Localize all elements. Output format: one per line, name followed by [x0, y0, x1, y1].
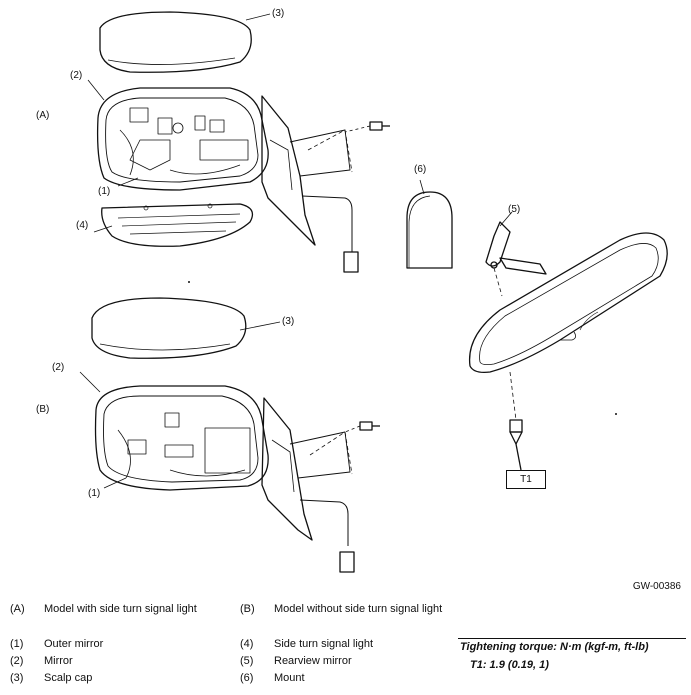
torque-value: T1: 1.9 (0.19, 1): [470, 659, 549, 671]
legend-a: (A) Model with side turn signal light: [10, 603, 197, 615]
mount: [406, 191, 453, 269]
legend-a-text: Model with side turn signal light: [44, 603, 197, 615]
legend-item-num: (5): [240, 655, 254, 667]
callout-1-a: (1): [98, 186, 111, 197]
scalp-cap-b: [91, 297, 247, 359]
legend-item: (6) Mount: [240, 672, 305, 684]
torque-title: Tightening torque: N·m (kgf-m, ft-lb): [460, 641, 649, 653]
side-turn-signal-light: [101, 203, 254, 247]
legend-item-num: (3): [10, 672, 24, 684]
legend-item-num: (1): [10, 638, 24, 650]
screw-b: [344, 421, 380, 433]
legend-item-num: (4): [240, 638, 254, 650]
callout-2-b: (2): [52, 362, 65, 373]
section-label-b: (B): [36, 404, 50, 415]
legend-item-num: (6): [240, 672, 254, 684]
legend-b: (B) Model without side turn signal light: [240, 603, 442, 615]
callout-1-b: (1): [88, 488, 101, 499]
legend-b-text: Model without side turn signal light: [274, 603, 443, 615]
legend-item: (4) Side turn signal light: [240, 638, 373, 650]
callout-6: (6): [414, 164, 427, 175]
scalp-cap-a: [99, 11, 252, 73]
legend-item-num: (2): [10, 655, 24, 667]
callout-2-a: (2): [70, 70, 83, 81]
legend-item-text: Outer mirror: [44, 638, 104, 650]
legend-a-num: (A): [10, 603, 25, 615]
torque-divider: [458, 638, 686, 639]
legend-item: (3) Scalp cap: [10, 672, 92, 684]
legend-item-text: Rearview mirror: [274, 655, 352, 667]
legend-item: (1) Outer mirror: [10, 638, 103, 650]
legend-item-text: Scalp cap: [44, 672, 93, 684]
figure-code: GW-00386: [632, 581, 681, 592]
torque-reference-t1: T1: [506, 470, 546, 489]
legend-b-num: (B): [240, 603, 255, 615]
legend-item-text: Side turn signal light: [274, 638, 374, 650]
legend-item: (5) Rearview mirror: [240, 655, 352, 667]
callout-3-b: (3): [282, 316, 295, 327]
screw-a: [344, 121, 390, 133]
legend-item: (2) Mirror: [10, 655, 73, 667]
legend-item-text: Mirror: [44, 655, 73, 667]
callout-3-a: (3): [272, 8, 285, 19]
callout-5: (5): [508, 204, 521, 215]
callout-4-a: (4): [76, 220, 89, 231]
legend-item-text: Mount: [274, 672, 305, 684]
mirror-housing-b: [94, 385, 269, 491]
rearview-mirror: [468, 221, 668, 471]
mirror-housing-a: [96, 87, 269, 191]
section-label-a: (A): [36, 110, 50, 121]
